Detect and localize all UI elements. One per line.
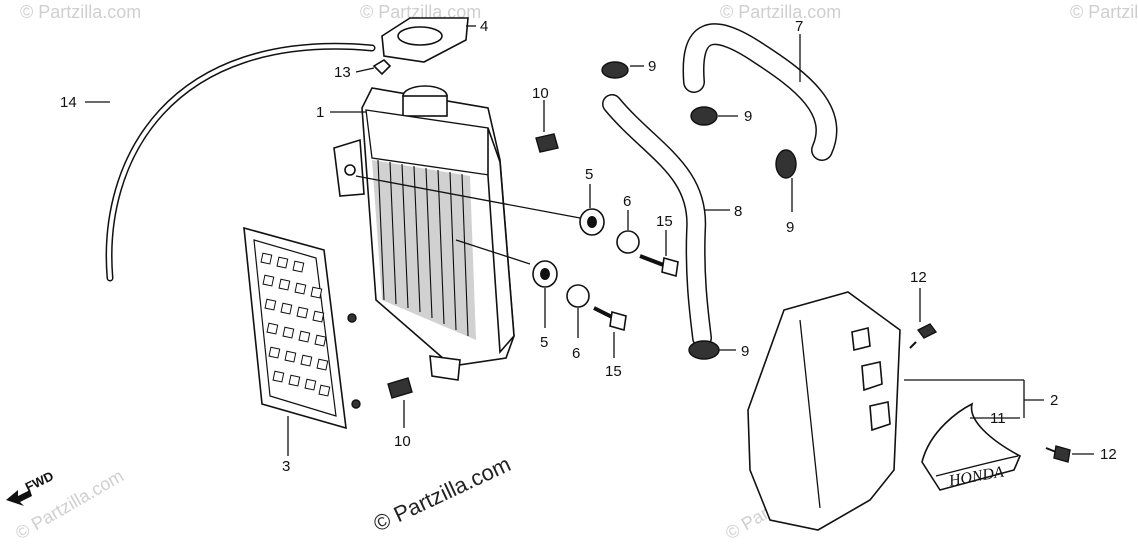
clip-part-10-lower <box>387 377 413 428</box>
callout-9-d: 9 <box>741 343 749 360</box>
radiator-cap-part-4 <box>381 17 476 63</box>
callout-10-lower: 10 <box>394 433 411 450</box>
collar-part-6-lower <box>566 284 590 338</box>
bolt-part-15-lower <box>593 306 627 358</box>
callout-15-lower: 15 <box>605 363 622 380</box>
faint-watermark-top-center: © Partzilla.com <box>360 2 481 22</box>
radiator-shroud-part-2 <box>747 291 1044 531</box>
watermark: © Partzilla.com <box>370 451 515 536</box>
grommet-part-5-lower <box>532 260 558 328</box>
callout-10-upper: 10 <box>532 85 549 102</box>
callout-2: 2 <box>1050 392 1058 409</box>
callout-6-lower: 6 <box>572 345 580 362</box>
faint-watermark-top-right: © Partzilla.com <box>720 2 841 22</box>
callout-9-c: 9 <box>786 219 794 236</box>
callout-15-upper: 15 <box>656 213 673 230</box>
fwd-label: FWD <box>23 468 56 494</box>
callout-labels: 14 13 4 1 3 10 10 5 5 6 6 15 15 9 9 9 9 … <box>60 18 1117 475</box>
radiator-hose-part-8 <box>602 94 730 348</box>
radiator-hose-part-7 <box>682 23 838 161</box>
callout-13: 13 <box>334 64 351 81</box>
tube-clip-part-13 <box>355 58 392 76</box>
bolt-part-15-upper <box>639 230 679 278</box>
screw-part-12-upper <box>909 288 938 349</box>
hose-clamp-part-9-a <box>601 61 644 79</box>
callout-6-upper: 6 <box>623 193 631 210</box>
forward-direction-indicator: FWD <box>6 468 56 506</box>
assembly-leader-lines <box>355 175 581 265</box>
faint-watermark-top-far-right: © Partzilla.com <box>1070 2 1138 22</box>
collar-part-6-upper <box>616 210 640 254</box>
faint-watermark-top-left: © Partzilla.com <box>20 2 141 22</box>
callout-9-b: 9 <box>744 108 752 125</box>
screw-part-12-lower <box>1045 445 1094 463</box>
callout-1: 1 <box>316 104 324 121</box>
callout-11: 11 <box>990 410 1006 427</box>
hose-clamp-part-9-b <box>690 106 738 126</box>
clip-part-10-upper <box>535 100 559 153</box>
callout-8: 8 <box>734 203 742 220</box>
forward-arrow-icon <box>6 490 32 506</box>
callout-5-upper: 5 <box>585 166 593 183</box>
callout-12-lower: 12 <box>1100 446 1117 463</box>
callout-3: 3 <box>282 458 290 475</box>
callout-7: 7 <box>795 18 803 35</box>
callout-14: 14 <box>60 94 77 111</box>
callout-9-a: 9 <box>648 58 656 75</box>
radiator-part-1 <box>330 85 515 381</box>
overflow-tube-part-14 <box>85 42 376 282</box>
hose-clamp-part-9-d <box>688 340 736 360</box>
callout-12-upper: 12 <box>910 269 927 286</box>
callout-4: 4 <box>480 18 488 35</box>
hose-clamp-part-9-c <box>775 149 797 212</box>
callout-5-lower: 5 <box>540 334 548 351</box>
grommet-part-5-upper <box>579 184 605 236</box>
radiator-grille-part-3 <box>243 226 361 456</box>
